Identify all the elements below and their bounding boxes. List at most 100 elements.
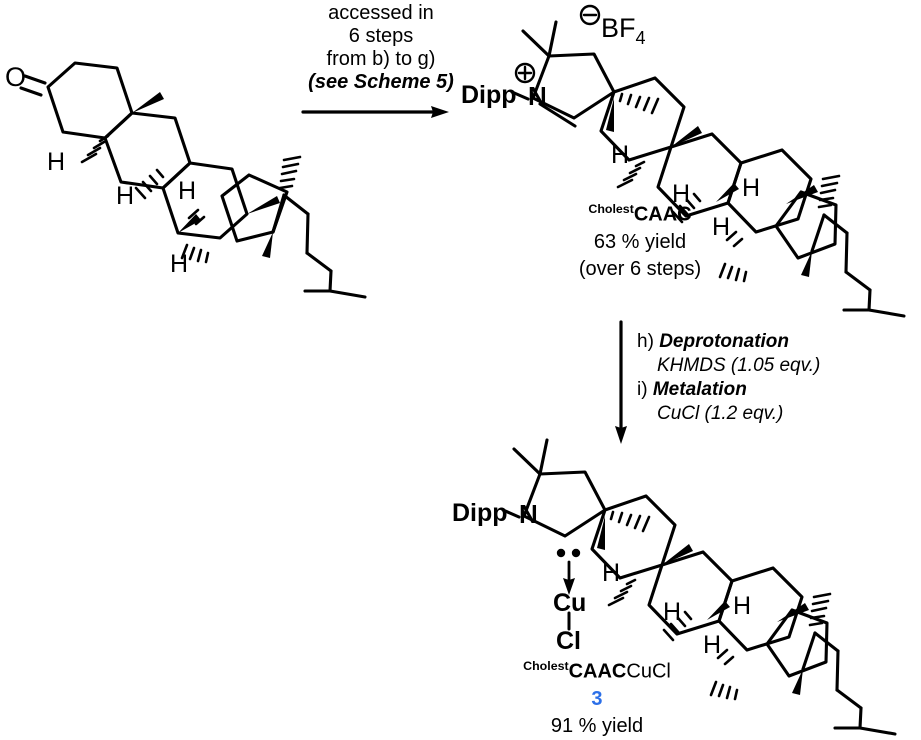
p2-wedge-h8 xyxy=(707,601,730,620)
product-salt-caption: CholestCAAC 63 % yield (over 6 steps) xyxy=(579,196,701,283)
caac-name: CholestCAAC xyxy=(579,196,701,229)
p1-hash-h17 xyxy=(718,262,748,283)
step-i-marker: i) xyxy=(637,379,648,400)
step-h-reagent: KHMDS (1.05 eqv.) xyxy=(657,355,821,376)
ketone-double-bond xyxy=(19,74,47,97)
p1-side-chain xyxy=(810,213,906,318)
carbene-lone-pair xyxy=(556,548,581,558)
scheme-reference: (see Scheme 5) xyxy=(308,71,454,93)
step-i-line: i) Metalation xyxy=(637,378,820,402)
p1-hash-h5 xyxy=(616,160,646,189)
p2-wedge-d-ring xyxy=(792,669,803,695)
vertical-arrow-head xyxy=(615,426,627,444)
p2-nitrogen-label: N xyxy=(519,499,538,529)
compound-number: 3 xyxy=(591,687,603,710)
p2-ring-d xyxy=(765,608,829,678)
caac-gem-dimethyl xyxy=(521,20,558,58)
p1-h9-label: H xyxy=(672,180,690,208)
step-h-title: Deprotonation xyxy=(659,331,790,352)
p2-spiro-hash xyxy=(609,510,651,533)
p2-hash-h17 xyxy=(709,680,739,701)
reactant-wedge-h8 xyxy=(178,214,201,233)
p1-methyl-c18 xyxy=(786,185,818,204)
reactant-hash-h9 xyxy=(134,168,165,200)
p2-five-ring xyxy=(522,470,607,538)
side-arrow-conditions: h) Deprotonation KHMDS (1.05 eqv.) i) Me… xyxy=(637,330,820,426)
p2-gem-dimethyl xyxy=(512,438,549,476)
reactant-methyl-c18 xyxy=(247,196,280,214)
cucl-yield: 91 % yield xyxy=(550,714,644,737)
reactant-h5-label: H xyxy=(47,148,65,176)
p2-hash-h5 xyxy=(607,578,637,607)
p2-h5-label: H xyxy=(602,559,620,587)
chlorine-label: Cl xyxy=(556,627,581,655)
step-i-title: Metalation xyxy=(652,379,747,400)
caac-yield: 63 % yield xyxy=(593,230,687,253)
cation-charge-circle xyxy=(514,62,536,84)
p2-ring-c xyxy=(717,566,804,652)
caac-note: (over 6 steps) xyxy=(578,257,702,280)
p2-methyl-c19 xyxy=(662,544,693,565)
p2-h14-label: H xyxy=(733,592,751,620)
p1-dipp-label: Dipp xyxy=(461,81,517,109)
reactant-h8-label: H xyxy=(170,250,188,278)
anion-charge-circle xyxy=(579,4,601,26)
p1-ring-c xyxy=(726,148,813,234)
p1-h8-label: H xyxy=(712,213,730,241)
product-complex-caption: CholestCAACCuCl 3 91 % yield xyxy=(523,653,671,740)
p1-methyl-c19 xyxy=(671,126,702,147)
p2-n-dipp-bond xyxy=(501,508,521,519)
condition-line-1: accessed in xyxy=(328,2,434,24)
p2-dipp-label: Dipp xyxy=(452,499,508,527)
step-h-marker: h) xyxy=(637,331,654,352)
cucl-suffix: CuCl xyxy=(626,660,671,683)
step-h-line: h) Deprotonation xyxy=(637,330,820,354)
p1-wedge-h8 xyxy=(716,183,739,202)
p1-wedge-d-ring xyxy=(801,251,812,277)
reactant-ring-c xyxy=(161,161,249,240)
copper-label: Cu xyxy=(553,589,586,617)
dative-arrow-head xyxy=(563,578,575,595)
p2-hash-h14 xyxy=(716,648,735,666)
reactant-hash-h17 xyxy=(180,243,210,264)
p1-h14-label: H xyxy=(742,174,760,202)
p1-ring-d xyxy=(774,190,838,260)
p2-h9-label: H xyxy=(663,598,681,626)
p2-spiro-wedge xyxy=(597,516,605,550)
reactant-h9-label: H xyxy=(116,182,134,210)
p2-hash-h9 xyxy=(662,610,693,642)
p1-hash-h9 xyxy=(671,192,702,224)
reactant-wedge-d-ring xyxy=(262,232,273,258)
step-i-reagent: CuCl (1.2 eqv.) xyxy=(657,403,784,424)
p1-nitrogen-label: N xyxy=(528,81,547,111)
p2-h8-label: H xyxy=(703,631,721,659)
p2-side-chain xyxy=(801,631,897,736)
p1-hash-h14 xyxy=(725,230,744,248)
p1-spiro-wedge xyxy=(606,98,614,132)
p1-spiro-hash xyxy=(618,92,660,115)
reactant-oxygen-label: O xyxy=(5,62,26,92)
p2-methyl-c18 xyxy=(777,603,809,622)
reactant-hash-c21 xyxy=(278,155,302,190)
reactant-hash-h5 xyxy=(80,134,110,164)
caac-prefix: Cholest xyxy=(588,202,634,216)
p2-hash-c21 xyxy=(808,592,832,627)
p1-h5-label: H xyxy=(611,141,629,169)
condition-line-2: 6 steps xyxy=(348,25,414,47)
cucl-main: CAAC xyxy=(568,660,627,683)
reactant-h14-label: H xyxy=(178,177,196,205)
reactant-side-chain xyxy=(271,193,367,299)
cucl-prefix: Cholest xyxy=(523,659,569,673)
p1-hash-c21 xyxy=(817,174,841,209)
caac-imine-double-bond xyxy=(538,102,577,128)
bf4-label: BF4 xyxy=(601,13,646,48)
caac-five-ring xyxy=(531,52,616,120)
caac-n-dipp-bond xyxy=(510,90,530,101)
reactant-ring-d xyxy=(220,173,289,243)
top-arrow-conditions: accessed in 6 steps from b) to g) (see S… xyxy=(308,2,454,94)
condition-line-3: from b) to g) xyxy=(326,48,436,70)
reactant-methyl-c19 xyxy=(132,92,164,113)
cucl-name: CholestCAACCuCl xyxy=(523,653,671,686)
